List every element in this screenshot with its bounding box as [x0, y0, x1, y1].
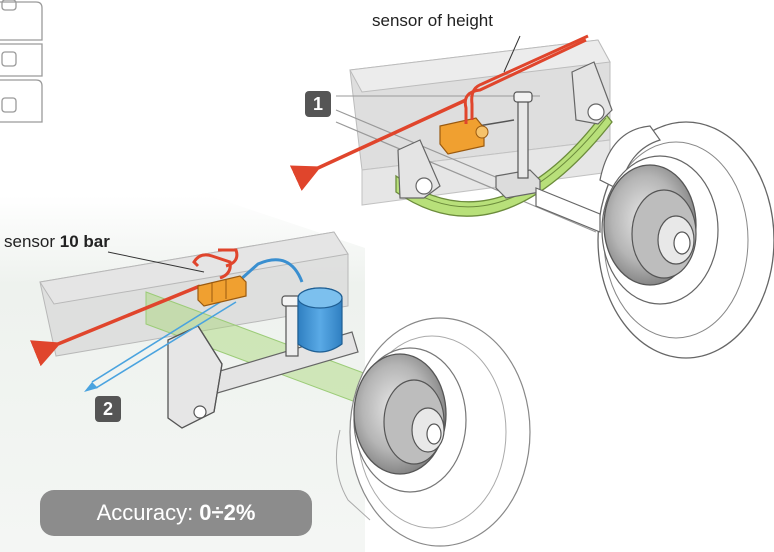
step-badge-1: 1 [305, 91, 331, 117]
truck-side-view-icon [0, 0, 43, 123]
pressure-sensor-label: sensor 10 bar [4, 232, 110, 252]
pressure-sensor-label-value: 10 bar [59, 232, 110, 251]
pressure-sensor-label-prefix: sensor [4, 232, 60, 251]
height-sensor-label: sensor of height [372, 11, 493, 30]
step-badge-2: 2 [95, 396, 121, 422]
air-suspension-diagram [30, 231, 531, 547]
suspension-height-diagram [289, 34, 774, 359]
accuracy-banner: Accuracy: 0÷2% [40, 490, 312, 536]
accuracy-prefix: Accuracy: [96, 500, 200, 525]
accuracy-value: 0÷2% [199, 500, 256, 525]
